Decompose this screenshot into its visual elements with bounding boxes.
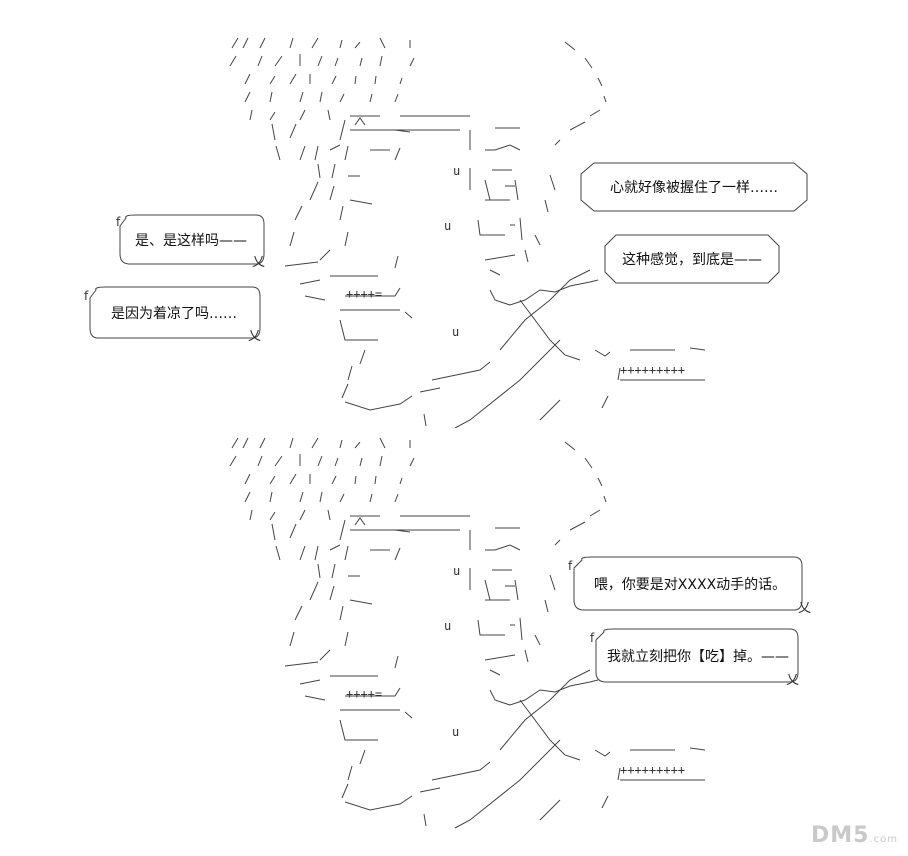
speech-bubble-4: f 乂 是因为着凉了吗…… [84,286,264,344]
svg-text:u: u [453,564,460,578]
bubble-outline-4-icon: f 乂 [84,286,261,344]
ascii-art-figure-bottom: u u u ++++= +++++++++ [229,437,706,829]
ascii-art-figure-top: u u u ++++= +++++++++ [229,37,706,428]
plus-row2-top: +++++++++ [620,363,685,377]
svg-text:乂: 乂 [798,601,811,616]
bubble-outline-3-icon: f 乂 [116,214,265,270]
svg-text:u: u [453,164,460,178]
bubble-text-3: 是、是这样吗—— [135,233,247,249]
svg-text:乂: 乂 [248,329,261,344]
svg-text:u: u [452,325,459,339]
speech-bubble-6: f 乂 我就立刻把你【吃】掉。—— [590,628,806,688]
watermark-logo: DM5.com [811,823,898,848]
bubble-text-6: 我就立刻把你【吃】掉。—— [607,649,789,665]
bubble-text-2: 这种感觉，到底是—— [622,252,762,268]
svg-text:f: f [568,559,573,573]
panel-top: u u u ++++= +++++++++ 心就好像被握住了一样…… 这种感觉，… [84,37,808,428]
bubble-outline-1-icon [580,162,808,212]
bubble-outline-6-icon: f 乂 [590,628,799,688]
bubble-outline-2-icon [604,234,780,284]
watermark-main: DM5 [810,823,870,848]
svg-text:f: f [84,289,89,303]
bubble-text-1: 心就好像被握住了一样…… [610,180,778,196]
speech-bubble-2: 这种感觉，到底是—— [604,234,780,284]
panel-bottom: u u u ++++= +++++++++ f 乂 喂，你要是对XXXX动手的话… [0,428,908,856]
bubble-text-5: 喂，你要是对XXXX动手的话。 [593,577,787,593]
svg-text:u: u [452,725,459,739]
plus-row-bottom: ++++= [346,687,382,701]
bubble-outline-5-icon: f 乂 [568,556,811,616]
svg-text:f: f [590,631,595,645]
svg-text:u: u [444,219,451,233]
svg-text:乂: 乂 [252,255,265,270]
speech-bubble-5: f 乂 喂，你要是对XXXX动手的话。 [568,556,812,616]
plus-row2-bottom: +++++++++ [620,763,685,777]
svg-text:f: f [116,215,121,229]
watermark-suffix: .com [869,834,898,845]
bubble-text-4: 是因为着凉了吗…… [111,306,237,322]
speech-bubble-3: f 乂 是、是这样吗—— [116,214,266,270]
speech-bubble-1: 心就好像被握住了一样…… [580,162,808,212]
plus-row-top: ++++= [346,287,382,301]
svg-text:u: u [444,619,451,633]
svg-text:乂: 乂 [786,673,799,688]
